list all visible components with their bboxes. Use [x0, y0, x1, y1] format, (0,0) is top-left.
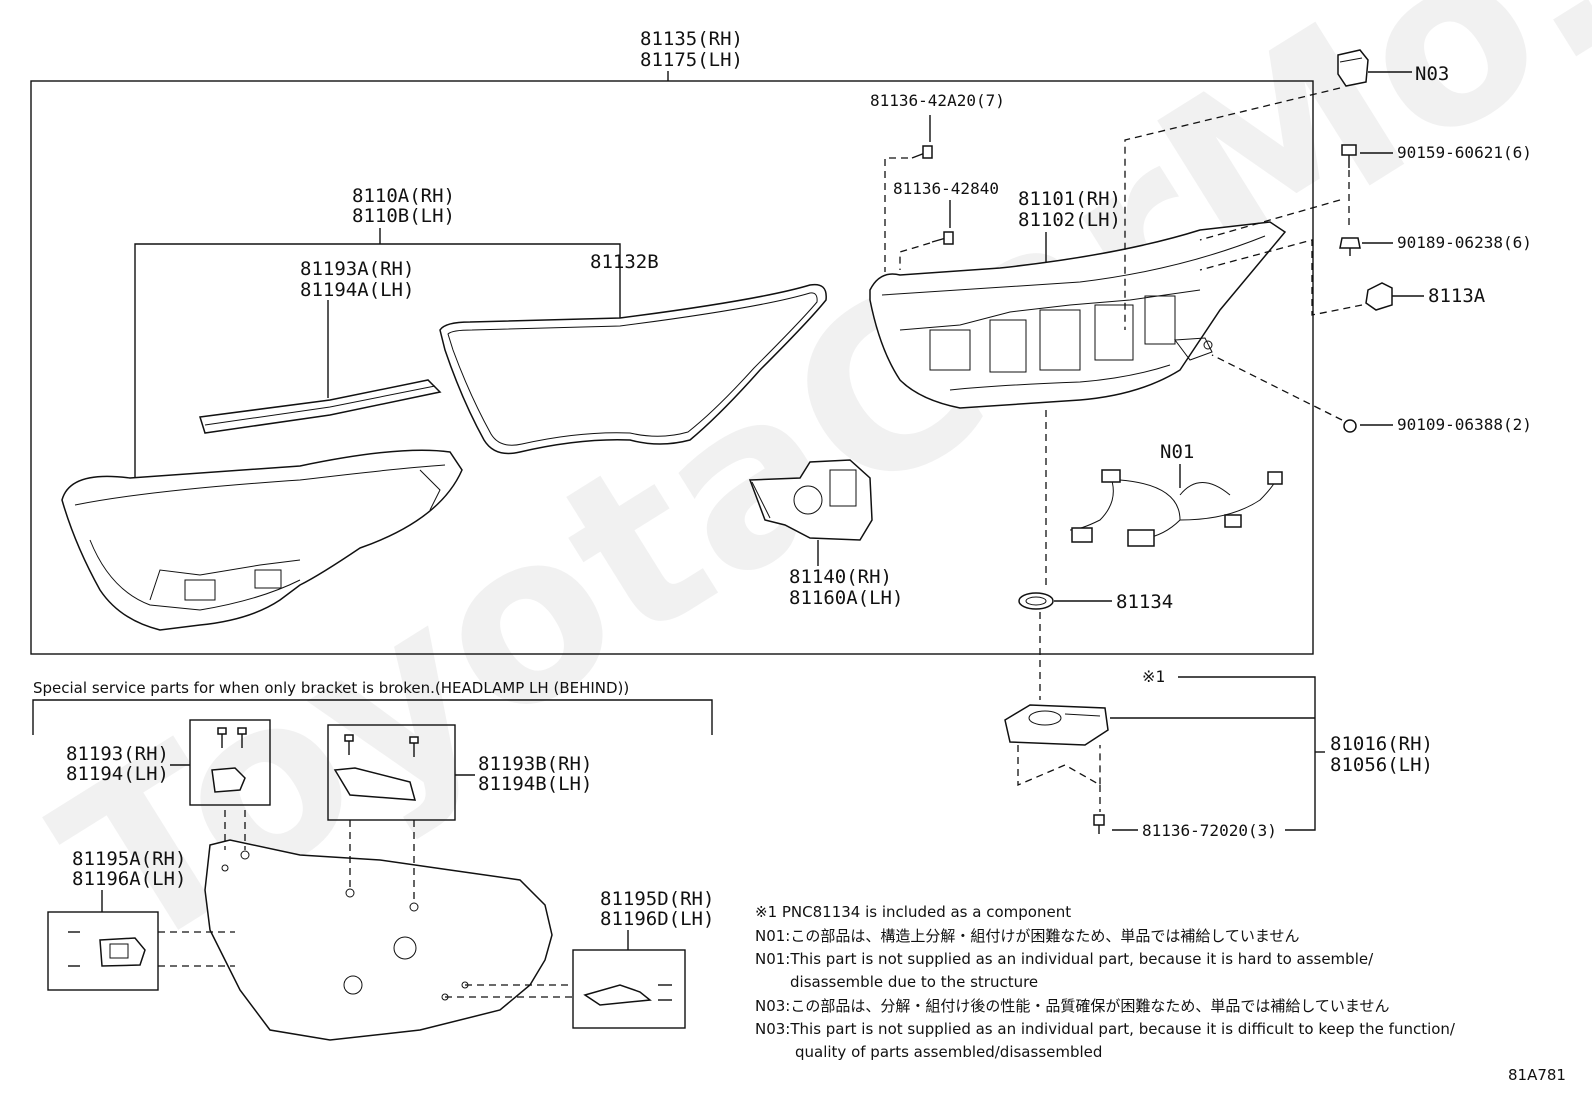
nut-1-icon[interactable]	[1339, 237, 1361, 256]
computer-label-rh[interactable]: 81016(RH)	[1330, 733, 1433, 755]
screw-c-label[interactable]: 90109-06388(2)	[1397, 415, 1532, 434]
nut-1-label[interactable]: 90189-06238(6)	[1397, 233, 1532, 252]
headlamp-lens[interactable]	[61, 449, 463, 631]
note-line-5: N03:この部品は、分解・組付け後の性能・品質確保が困難なため、単品では補給して…	[755, 997, 1389, 1015]
projector-unit[interactable]	[748, 459, 873, 541]
service-br3-label-rh[interactable]: 81195A(RH)	[72, 848, 186, 870]
ref1-label[interactable]: ※1	[1142, 667, 1165, 686]
computer-label-lh[interactable]: 81056(LH)	[1330, 754, 1433, 776]
screw-a-label[interactable]: 81136-42A20(7)	[870, 91, 1005, 110]
note-line-1: ※1 PNC81134 is included as a component	[755, 903, 1071, 921]
n03-connector[interactable]	[1337, 49, 1369, 87]
bolt-1-icon[interactable]	[1341, 144, 1357, 168]
note-line-4: disassemble due to the structure	[790, 973, 1038, 991]
seal-label-lh[interactable]: 81194A(LH)	[300, 279, 414, 301]
housing-label-lh[interactable]: 81102(LH)	[1018, 209, 1121, 231]
assembly-label-lh[interactable]: 81175(LH)	[640, 49, 743, 71]
service-br2-label-lh[interactable]: 81194B(LH)	[478, 773, 592, 795]
service-br4-box[interactable]	[572, 949, 686, 1029]
screw-d-icon[interactable]	[1093, 814, 1105, 834]
service-br2-part	[333, 734, 419, 801]
assembly-label-rh[interactable]: 81135(RH)	[640, 28, 743, 50]
unit-label-lh[interactable]: 81160A(LH)	[789, 587, 903, 609]
service-br3-part	[68, 931, 146, 967]
service-br2-label-rh[interactable]: 81193B(RH)	[478, 753, 592, 775]
service-br3-label-lh[interactable]: 81196A(LH)	[72, 868, 186, 890]
screw-b-icon[interactable]	[931, 231, 954, 245]
notes-block: ※1 PNC81134 is included as a component N…	[755, 903, 1456, 1061]
housing-label-rh[interactable]: 81101(RH)	[1018, 188, 1121, 210]
service-br2-box[interactable]	[327, 724, 456, 821]
note-line-6: N03:This part is not supplied as an indi…	[755, 1020, 1456, 1038]
service-bracket-line	[32, 699, 713, 735]
note-line-7: quality of parts assembled/disassembled	[795, 1043, 1102, 1061]
service-br3-box[interactable]	[47, 911, 159, 991]
seal-strip[interactable]	[199, 379, 442, 434]
screw-d-label[interactable]: 81136-72020(3)	[1142, 821, 1277, 840]
lens-label-lh[interactable]: 8110B(LH)	[352, 205, 455, 227]
note-line-2: N01:この部品は、構造上分解・組付けが困難なため、単品では補給していません	[755, 927, 1299, 945]
headlamp-housing[interactable]	[869, 221, 1287, 409]
service-br1-part	[211, 727, 247, 793]
gasket-label[interactable]: 81132B	[590, 251, 659, 273]
service-heading: Special service parts for when only brac…	[33, 679, 629, 697]
unit-label-rh[interactable]: 81140(RH)	[789, 566, 892, 588]
service-br1-box[interactable]	[189, 719, 271, 806]
screw-b-label[interactable]: 81136-42840	[893, 179, 999, 198]
service-br1-label-rh[interactable]: 81193(RH)	[66, 743, 169, 765]
service-br4-part	[583, 984, 672, 1006]
service-br4-label-rh[interactable]: 81195D(RH)	[600, 888, 714, 910]
n03-label[interactable]: N03	[1415, 63, 1449, 85]
bolt-1-label[interactable]: 90159-60621(6)	[1397, 143, 1532, 162]
bracket-a-label[interactable]: 8113A	[1428, 285, 1486, 307]
cap-label[interactable]: 81134	[1116, 591, 1173, 613]
n01-wire-harness[interactable]	[1069, 469, 1283, 547]
note-line-3: N01:This part is not supplied as an indi…	[755, 950, 1374, 968]
assembly-frame	[30, 80, 1314, 655]
bracket-a-icon[interactable]	[1365, 282, 1393, 311]
gasket[interactable]	[439, 283, 827, 455]
screw-c-icon[interactable]	[1343, 419, 1357, 433]
headlamp-computer[interactable]	[1004, 704, 1109, 746]
screw-a-icon[interactable]	[911, 145, 933, 159]
n01-label[interactable]: N01	[1160, 441, 1194, 463]
headlamp-rear-outline	[204, 839, 553, 1041]
lens-label-rh[interactable]: 8110A(RH)	[352, 185, 455, 207]
service-br4-label-lh[interactable]: 81196D(LH)	[600, 908, 714, 930]
seal-label-rh[interactable]: 81193A(RH)	[300, 258, 414, 280]
cap-ring[interactable]	[1018, 592, 1054, 610]
figure-code: 81A781	[1508, 1066, 1566, 1084]
service-br1-label-lh[interactable]: 81194(LH)	[66, 763, 169, 785]
